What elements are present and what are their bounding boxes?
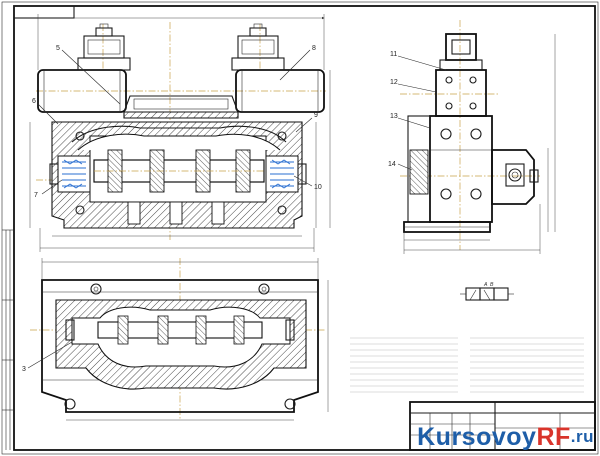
watermark-suffix: .ru <box>570 427 594 446</box>
callout-9: 9 <box>314 112 318 119</box>
valve-body-section <box>51 121 303 229</box>
callout-3: 3 <box>22 366 26 373</box>
front-callouts: 5 6 7 8 9 10 <box>32 45 322 199</box>
side-view: 11 12 13 14 <box>388 20 556 254</box>
front-section-view: 5 6 7 8 9 10 <box>29 14 331 252</box>
technical-requirements-block <box>350 337 458 393</box>
callout-8: 8 <box>312 45 316 52</box>
callout-7: 7 <box>34 192 38 199</box>
front-dimensions <box>29 14 331 252</box>
callout-12: 12 <box>390 79 398 86</box>
technical-characteristics-block <box>470 337 584 393</box>
watermark-accent: RF <box>536 422 571 451</box>
port-label-b: B <box>490 282 494 288</box>
callout-6: 6 <box>32 98 36 105</box>
right-spring-chamber <box>265 155 307 193</box>
top-left-stamp <box>13 5 75 19</box>
callout-11: 11 <box>390 51 397 58</box>
port-label-a: A <box>483 282 488 288</box>
left-spring-chamber <box>49 155 91 193</box>
solenoid-cover <box>123 95 239 119</box>
callout-10: 10 <box>314 184 322 191</box>
callout-14: 14 <box>388 161 396 168</box>
left-solenoid-coil <box>37 23 131 113</box>
callout-5: 5 <box>56 45 60 52</box>
hydraulic-symbol: A B <box>460 282 514 301</box>
title-block <box>409 401 596 451</box>
right-solenoid-coil <box>231 23 325 113</box>
watermark-main: Kursovoy <box>417 422 537 451</box>
callout-13: 13 <box>390 113 398 120</box>
plan-section-view: 3 <box>22 258 329 421</box>
